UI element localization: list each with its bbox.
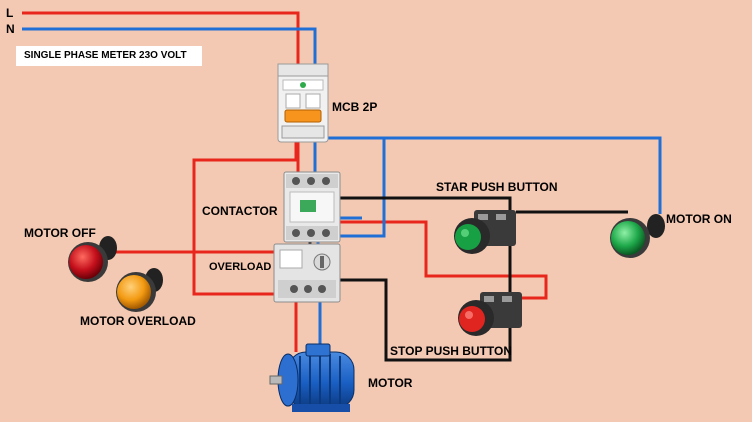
motor-off-label: MOTOR OFF [24,226,96,240]
neutral-wire [22,27,662,352]
contactor-device [283,171,341,243]
mcb-label: MCB 2P [332,100,378,114]
motor-on-lamp [610,214,665,258]
motor-on-label: MOTOR ON [666,212,732,226]
star-push-button-label: STAR PUSH BUTTON [436,180,558,194]
motor-overload-lamp [116,268,163,312]
motor-off-lamp [68,236,117,282]
meter-label: SINGLE PHASE METER 23O VOLT [16,46,202,66]
stop-push-button [458,292,522,336]
mcb-device [277,63,329,143]
overload-relay-device [273,243,341,303]
motor-device [269,343,355,412]
start-push-button [454,210,516,254]
neutral-label: N [6,22,15,36]
stop-push-button-label: STOP PUSH BUTTON [390,344,513,358]
motor-label: MOTOR [368,376,413,390]
motor-overload-label: MOTOR OVERLOAD [80,314,196,328]
contactor-label: CONTACTOR [202,204,278,218]
line-label: L [6,6,14,20]
overload-label: OVERLOAD [209,261,272,273]
